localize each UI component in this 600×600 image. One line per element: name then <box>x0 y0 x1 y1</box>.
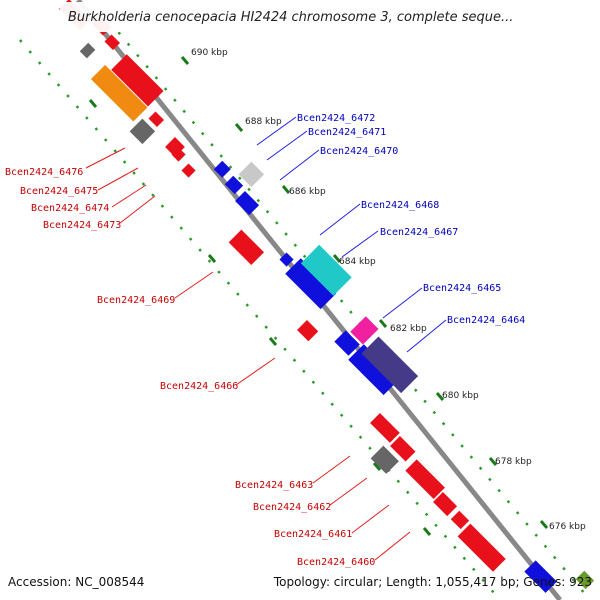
accession-text: Accession: NC_008544 <box>8 575 145 589</box>
gene-block[interactable] <box>148 111 165 128</box>
gene-label-6466[interactable]: Bcen2424_6466 <box>160 381 238 392</box>
gene-label-6461[interactable]: Bcen2424_6461 <box>274 529 352 540</box>
tick-label-690kbp: 690 kbp <box>191 48 228 58</box>
gene-label-6474[interactable]: Bcen2424_6474 <box>31 203 109 214</box>
tick-label-676kbp: 676 kbp <box>549 522 586 532</box>
gene-label-6471[interactable]: Bcen2424_6471 <box>308 127 386 138</box>
gene-block[interactable] <box>390 436 416 462</box>
gene-block[interactable] <box>370 413 400 443</box>
gene-block[interactable] <box>104 34 121 51</box>
gene-label-6469[interactable]: Bcen2424_6469 <box>97 295 175 306</box>
gene-block[interactable] <box>405 459 445 499</box>
map-title: Burkholderia cenocepacia HI2424 chromoso… <box>68 10 514 25</box>
gene-block[interactable] <box>181 163 196 178</box>
gene-block[interactable] <box>213 160 231 178</box>
gene-label-6472[interactable]: Bcen2424_6472 <box>297 113 375 124</box>
tick-label-682kbp: 682 kbp <box>390 324 427 334</box>
gene-block[interactable] <box>450 510 470 530</box>
tick-label-678kbp: 678 kbp <box>495 457 532 467</box>
gene-label-6460[interactable]: Bcen2424_6460 <box>297 557 375 568</box>
gene-label-6473[interactable]: Bcen2424_6473 <box>43 220 121 231</box>
tick-label-680kbp: 680 kbp <box>442 391 479 401</box>
gene-label-6470[interactable]: Bcen2424_6470 <box>320 146 398 157</box>
gene-block-dark[interactable] <box>129 118 156 145</box>
gene-block-olive[interactable] <box>575 570 595 590</box>
gene-label-6476[interactable]: Bcen2424_6476 <box>5 167 83 178</box>
gene-block-orange[interactable] <box>90 64 148 122</box>
gene-block[interactable] <box>297 320 319 342</box>
genome-summary-text: Topology: circular; Length: 1,055,417 bp… <box>273 575 592 589</box>
gene-block-pink[interactable] <box>350 316 379 345</box>
gene-block[interactable] <box>524 560 557 593</box>
gene-label-6462[interactable]: Bcen2424_6462 <box>253 502 331 513</box>
tick-label-686kbp: 686 kbp <box>289 187 326 197</box>
gene-block[interactable] <box>348 344 400 396</box>
gene-block[interactable] <box>285 258 337 310</box>
gene-block-cyan[interactable] <box>300 244 352 296</box>
gene-block[interactable] <box>224 175 244 195</box>
gene-label-6465[interactable]: Bcen2424_6465 <box>423 283 501 294</box>
scale-track-inner <box>99 9 591 600</box>
gene-block[interactable] <box>334 330 360 356</box>
gene-block[interactable] <box>228 229 264 265</box>
gene-block[interactable] <box>433 492 458 517</box>
forward-strand-genes <box>59 0 506 572</box>
gene-label-6475[interactable]: Bcen2424_6475 <box>20 186 98 197</box>
gene-block[interactable] <box>111 54 164 107</box>
tick-label-688kbp: 688 kbp <box>245 117 282 127</box>
reverse-strand-genes <box>213 160 595 593</box>
gene-block[interactable] <box>457 523 506 572</box>
gene-label-6464[interactable]: Bcen2424_6464 <box>447 315 525 326</box>
label-leader-lines <box>85 116 447 561</box>
gene-block-grey[interactable] <box>79 42 96 59</box>
gene-label-6467[interactable]: Bcen2424_6467 <box>380 227 458 238</box>
tick-marks <box>88 56 549 536</box>
gene-label-6463[interactable]: Bcen2424_6463 <box>235 480 313 491</box>
tick-label-684kbp: 684 kbp <box>339 257 376 267</box>
gene-block-purple[interactable] <box>361 336 419 394</box>
gene-block-grey[interactable] <box>370 445 399 474</box>
title-bar: Burkholderia cenocepacia HI2424 chromoso… <box>0 0 600 36</box>
gene-label-6468[interactable]: Bcen2424_6468 <box>361 200 439 211</box>
gene-block[interactable] <box>235 191 260 216</box>
gene-block-light[interactable] <box>238 161 265 188</box>
